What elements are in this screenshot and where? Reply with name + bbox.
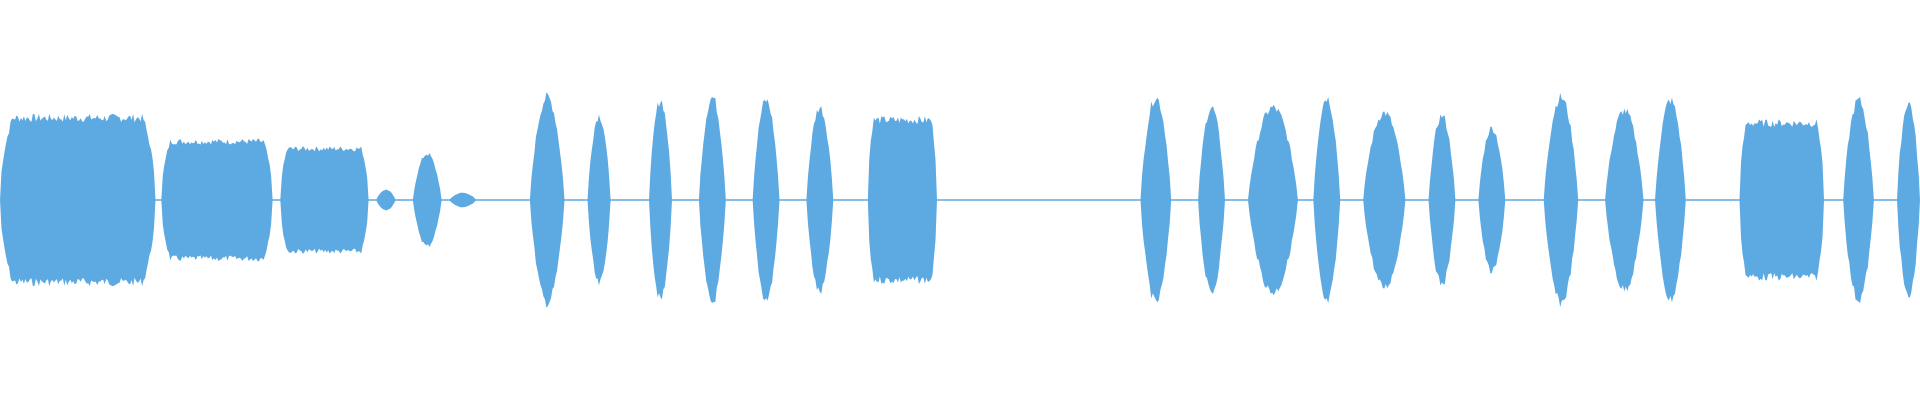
waveform-segment-12	[806, 106, 834, 294]
waveform-segment-2	[161, 138, 273, 262]
waveform-segment-10	[698, 97, 726, 303]
waveform-segment-19	[1428, 114, 1456, 286]
waveform-segment-1	[0, 113, 156, 287]
waveform-segment-11	[752, 99, 780, 301]
waveform-segment-6	[449, 192, 477, 208]
waveform-segment-22	[1605, 108, 1644, 292]
waveform-segment-4	[376, 189, 396, 211]
waveform-segment-7	[529, 92, 565, 308]
waveform-segment-5	[412, 153, 442, 247]
waveform-segment-23	[1655, 97, 1686, 303]
waveform-segment-16	[1248, 104, 1298, 296]
waveform-segment-3	[280, 146, 369, 254]
waveform-segment-18	[1363, 111, 1406, 289]
waveform-segment-26	[1897, 102, 1920, 298]
waveform-segment-21	[1543, 92, 1579, 308]
waveform-segment-9	[649, 100, 672, 300]
waveform-segment-25	[1843, 97, 1874, 303]
waveform-segment-15	[1198, 106, 1225, 294]
waveform-segment-8	[587, 114, 611, 286]
waveform-segment-20	[1478, 126, 1506, 274]
waveform-segment-17	[1313, 96, 1341, 304]
waveform-segment-13	[867, 115, 937, 285]
waveform-segment-24	[1739, 119, 1824, 281]
waveform-segments	[0, 92, 1920, 308]
waveform-segment-14	[1140, 97, 1172, 303]
